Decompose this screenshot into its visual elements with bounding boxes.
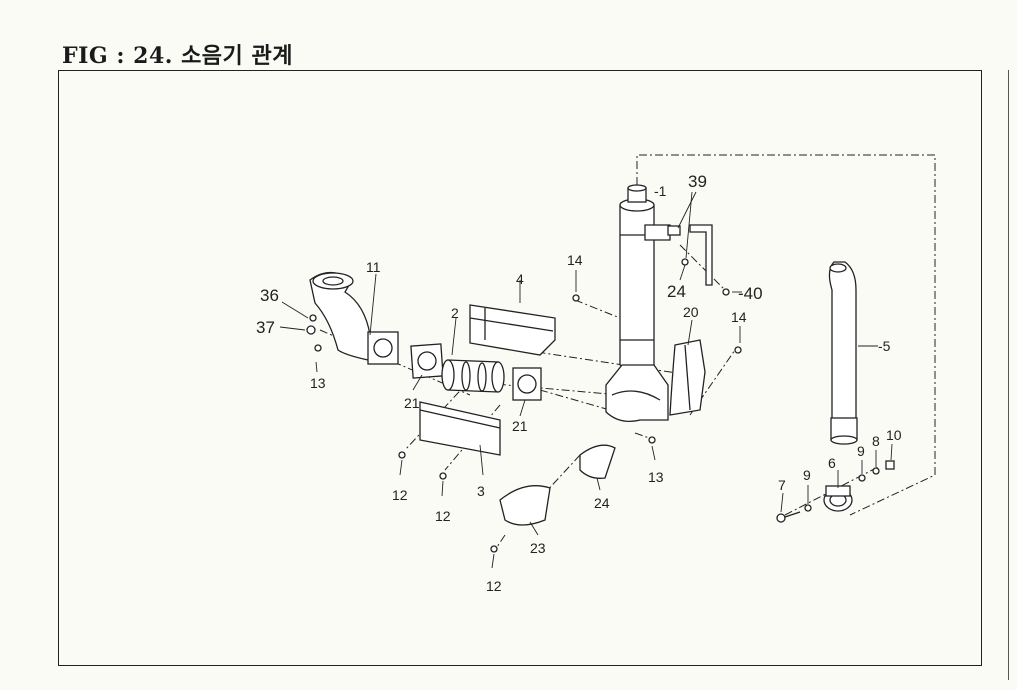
label-part-3: 3 <box>477 483 485 499</box>
label-part-6: 6 <box>828 455 836 471</box>
cover-part-3 <box>419 401 501 456</box>
label-part-36: 36 <box>260 286 279 305</box>
label-part-8: 8 <box>872 433 880 449</box>
label-part-13-left: 13 <box>310 375 326 391</box>
cover-part-4 <box>469 304 556 356</box>
leader-lines <box>279 191 893 569</box>
label-part-40: -40 <box>738 284 763 303</box>
tail-pipe-part-5 <box>828 261 858 445</box>
label-part-37: 37 <box>256 318 275 337</box>
figure-title: FIG : 24. 소음기 관계 <box>62 43 293 69</box>
page-edge-line <box>1008 70 1009 680</box>
label-part-7: 7 <box>778 477 786 493</box>
part-number-labels: -1 39 14 14 4 11 36 37 13 2 20 24 -40 -5… <box>256 172 902 594</box>
label-part-5: -5 <box>878 338 891 354</box>
label-part-1: -1 <box>654 183 667 199</box>
label-part-21-left: 21 <box>404 395 420 411</box>
label-part-14-left: 14 <box>567 252 583 268</box>
bracket-part-39-40 <box>667 224 730 296</box>
label-part-14-right: 14 <box>731 309 747 325</box>
label-part-39: 39 <box>688 172 707 191</box>
shield-part-23 <box>499 485 551 526</box>
exhaust-elbow-part-11 <box>309 271 399 365</box>
bolts <box>306 294 742 553</box>
label-part-9-left: 9 <box>803 467 811 483</box>
flex-joint-part-2 <box>441 359 505 393</box>
label-part-11: 11 <box>366 259 381 275</box>
label-part-4: 4 <box>516 271 524 287</box>
label-part-24-lower: 24 <box>594 495 610 511</box>
label-part-12-b: 12 <box>435 508 451 524</box>
label-part-12-c: 12 <box>486 578 502 594</box>
label-part-12-a: 12 <box>392 487 408 503</box>
label-part-13-right: 13 <box>648 469 664 485</box>
label-part-9-right: 9 <box>857 443 865 459</box>
label-part-21-right: 21 <box>512 418 528 434</box>
label-part-2: 2 <box>451 305 459 321</box>
label-part-10: 10 <box>886 427 902 443</box>
label-part-23: 23 <box>530 540 546 556</box>
muffler-part-1 <box>605 184 671 423</box>
shield-part-24 <box>579 444 616 479</box>
label-part-24-upper: 24 <box>667 282 686 301</box>
gasket-part-21 <box>410 343 542 401</box>
clamp-part-6 <box>823 485 853 512</box>
heat-shield-part-20 <box>669 339 706 416</box>
diagram-frame <box>58 70 982 666</box>
label-part-20: 20 <box>683 304 699 320</box>
clamp-hardware <box>776 460 895 523</box>
